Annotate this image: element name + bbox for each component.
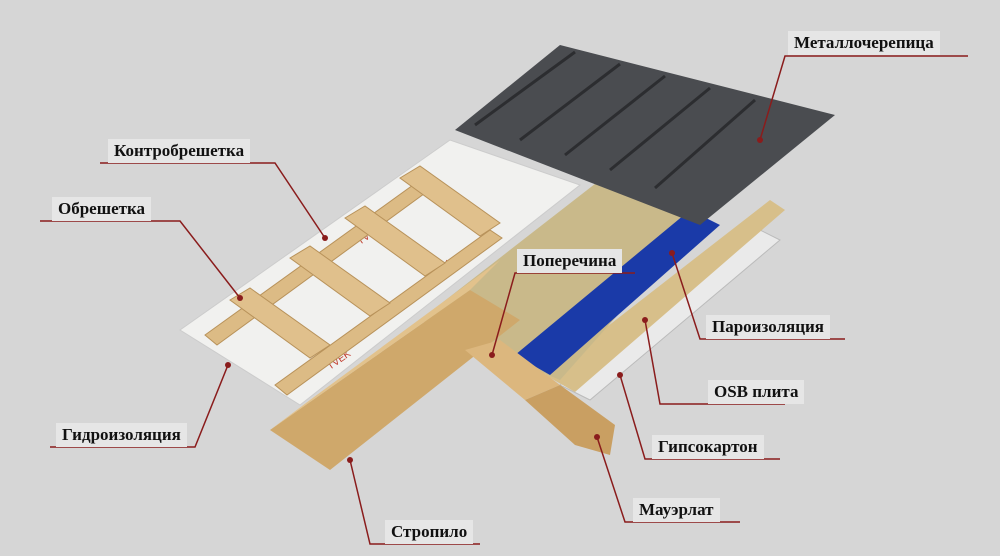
leader-osb bbox=[644, 319, 785, 405]
vapor-barrier-layer bbox=[515, 210, 720, 375]
crossbar-beam bbox=[465, 340, 560, 400]
rafter-beam bbox=[270, 290, 520, 470]
pointer-dot bbox=[594, 434, 600, 440]
tile-ridge bbox=[519, 62, 621, 142]
waterproofing-membrane bbox=[179, 139, 582, 406]
metal-tile-roofing bbox=[455, 45, 835, 225]
leader-metal-tile bbox=[759, 55, 968, 141]
leader-batten bbox=[40, 220, 241, 299]
pointer-dot bbox=[669, 250, 675, 256]
label-batten: Обрешетка bbox=[52, 197, 152, 221]
label-counter-batten: Контробрешетка bbox=[108, 139, 251, 163]
pointer-dot bbox=[489, 352, 495, 358]
label-vapor-barrier: Пароизоляция bbox=[706, 315, 831, 339]
pointer-dot bbox=[642, 317, 648, 323]
pointer-dot bbox=[225, 362, 231, 368]
label-metal-tile: Металлочерепица bbox=[788, 31, 940, 55]
tile-ridge bbox=[474, 50, 576, 127]
osb-layer bbox=[545, 200, 785, 392]
leader-waterproofing bbox=[50, 364, 229, 448]
pointer-dot bbox=[347, 457, 353, 463]
pointer-dot bbox=[617, 372, 623, 378]
pointer-dot bbox=[322, 235, 328, 241]
label-rafter: Стропило bbox=[385, 520, 474, 544]
counter-batten bbox=[274, 229, 503, 396]
label-crossbar: Поперечина bbox=[517, 249, 623, 273]
tile-ridge bbox=[654, 98, 756, 190]
batten bbox=[229, 287, 331, 359]
mauerlat-beam bbox=[525, 385, 615, 455]
tile-ridge bbox=[564, 74, 666, 157]
label-waterproofing: Гидроизоляция bbox=[56, 423, 187, 447]
tile-ridge bbox=[609, 86, 711, 172]
leader-rafter bbox=[349, 459, 480, 545]
leader-crossbar bbox=[491, 272, 635, 356]
label-osb: OSB плита bbox=[708, 380, 805, 404]
label-mauerlat: Мауэрлат bbox=[633, 498, 720, 522]
rafter-beam-top bbox=[270, 260, 500, 430]
label-drywall: Гипсокартон bbox=[652, 435, 764, 459]
batten bbox=[399, 165, 501, 237]
pointer-dot bbox=[757, 137, 763, 143]
leader-counter-batten bbox=[100, 162, 326, 239]
batten bbox=[289, 245, 391, 317]
leader-vapor-barrier bbox=[671, 252, 845, 340]
batten bbox=[344, 205, 446, 277]
pointer-dot bbox=[237, 295, 243, 301]
leader-drywall bbox=[619, 374, 780, 460]
leader-mauerlat bbox=[596, 436, 740, 523]
